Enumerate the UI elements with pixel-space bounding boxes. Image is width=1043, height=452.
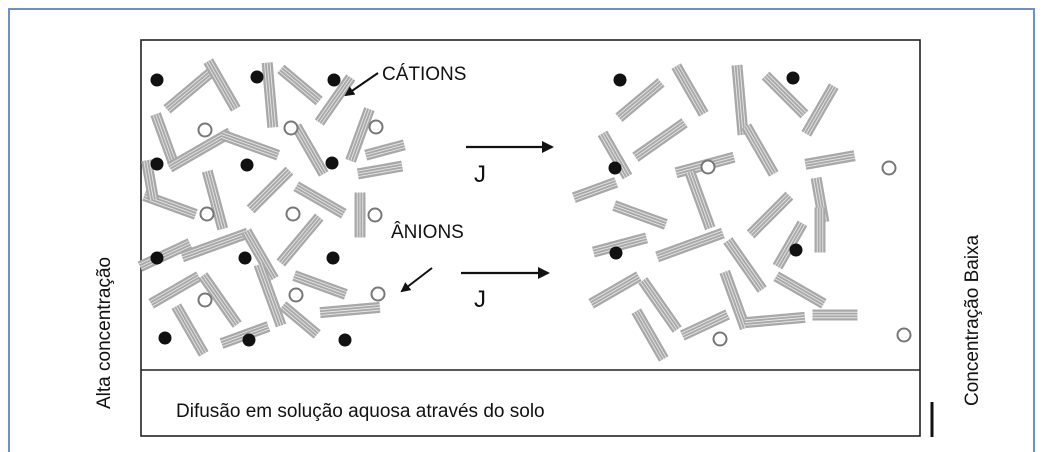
- anion-circle: [283, 120, 299, 136]
- clay-particle: [571, 177, 619, 203]
- clay-particle: [615, 78, 665, 122]
- clay-particle: [731, 64, 749, 136]
- clay-particle: [364, 139, 406, 161]
- clay-particle: [201, 169, 229, 231]
- clay-particle: [761, 71, 809, 119]
- anion-circle: [700, 159, 716, 175]
- clay-particle: [671, 63, 709, 117]
- cation-dot: [613, 73, 627, 87]
- anion-circle: [368, 119, 384, 135]
- clay-particle: [638, 277, 682, 333]
- cation-dot: [240, 158, 254, 172]
- clay-particle: [148, 271, 202, 309]
- clay-particle: [744, 311, 806, 329]
- anion-circle: [712, 331, 728, 347]
- cations-label: CÁTIONS: [382, 64, 466, 85]
- cations-pointer-arrow: [344, 72, 379, 97]
- clay-particle: [804, 150, 856, 170]
- clay-particle: [772, 220, 808, 270]
- anions-label: ÂNIONS: [391, 221, 464, 243]
- anions-pointer-arrow: [400, 267, 433, 293]
- clay-particle: [279, 301, 321, 339]
- cation-dot: [158, 331, 172, 345]
- clay-particle: [137, 238, 193, 272]
- anion-circle: [199, 206, 215, 222]
- anion-circle: [896, 327, 912, 343]
- cation-dot: [242, 333, 256, 347]
- clay-particle: [632, 118, 688, 162]
- clay-particle: [180, 227, 250, 263]
- clay-particle: [219, 129, 281, 161]
- low-concentration-label: Concentração Baixa: [962, 234, 983, 406]
- clay-particle: [319, 301, 381, 319]
- clay-particle: [163, 66, 217, 114]
- anion-circle: [197, 292, 213, 308]
- cation-dot: [786, 71, 800, 85]
- clay-particle: [631, 308, 669, 362]
- ions: [150, 70, 912, 347]
- cation-dot: [325, 156, 339, 170]
- cation-dot: [150, 73, 164, 87]
- clay-particle: [277, 64, 323, 106]
- clay-particle: [171, 303, 209, 357]
- clay-particle: [719, 269, 751, 331]
- clay-particle: [597, 130, 633, 180]
- outer-frame: [8, 8, 1035, 452]
- clay-particle: [261, 62, 279, 128]
- clay-particle: [814, 207, 826, 253]
- soil-box: [140, 39, 921, 437]
- cation-dot: [150, 157, 164, 171]
- cation-dot: [609, 246, 623, 260]
- flux-label-top: J: [474, 161, 486, 188]
- clay-particle: [241, 228, 279, 282]
- anion-circle: [285, 206, 301, 222]
- clay-particle: [680, 309, 730, 341]
- clay-particle: [253, 262, 287, 328]
- anion-circle: [367, 207, 383, 223]
- clay-particle: [588, 271, 642, 309]
- clay-particle: [203, 58, 241, 112]
- clay-particle: [345, 107, 375, 163]
- clay-particle: [655, 227, 725, 263]
- high-concentration-label: Alta concentração: [94, 257, 115, 409]
- clay-particle: [276, 213, 324, 267]
- clay-particle: [246, 166, 294, 214]
- clay-particle: [291, 123, 329, 177]
- clay-particle: [801, 83, 839, 137]
- clay-particle: [293, 181, 347, 219]
- clay-particle: [773, 271, 827, 309]
- clay-particle: [592, 232, 648, 258]
- cation-dot: [608, 161, 622, 175]
- clay-particle: [150, 112, 180, 168]
- caption-text: Difusão em solução aquosa através do sol…: [176, 401, 545, 422]
- clay-particle: [166, 127, 234, 173]
- anion-circle: [288, 287, 304, 303]
- cation-dot: [250, 70, 264, 84]
- clay-particles-left: [137, 58, 406, 357]
- anion-circle: [197, 122, 213, 138]
- flux-label-bottom: J: [474, 286, 486, 313]
- anion-circle: [881, 160, 897, 176]
- anion-circle: [370, 286, 386, 302]
- clay-particle: [198, 272, 242, 328]
- clay-particles-right: [571, 63, 858, 362]
- cation-dot: [238, 251, 252, 265]
- clay-particle: [723, 237, 767, 293]
- clay-particle: [612, 200, 668, 230]
- clay-particle: [356, 160, 404, 180]
- clay-particle: [746, 191, 794, 239]
- clay-particle: [292, 270, 348, 300]
- cation-dot: [327, 73, 341, 87]
- cation-dot: [789, 243, 803, 257]
- clay-particle: [812, 309, 858, 321]
- cation-dot: [338, 333, 352, 347]
- cation-dot: [150, 251, 164, 265]
- clay-particle: [354, 192, 366, 238]
- clay-particle: [141, 159, 159, 201]
- clay-particle: [741, 123, 779, 177]
- cation-dot: [326, 251, 340, 265]
- clay-particle: [684, 169, 716, 231]
